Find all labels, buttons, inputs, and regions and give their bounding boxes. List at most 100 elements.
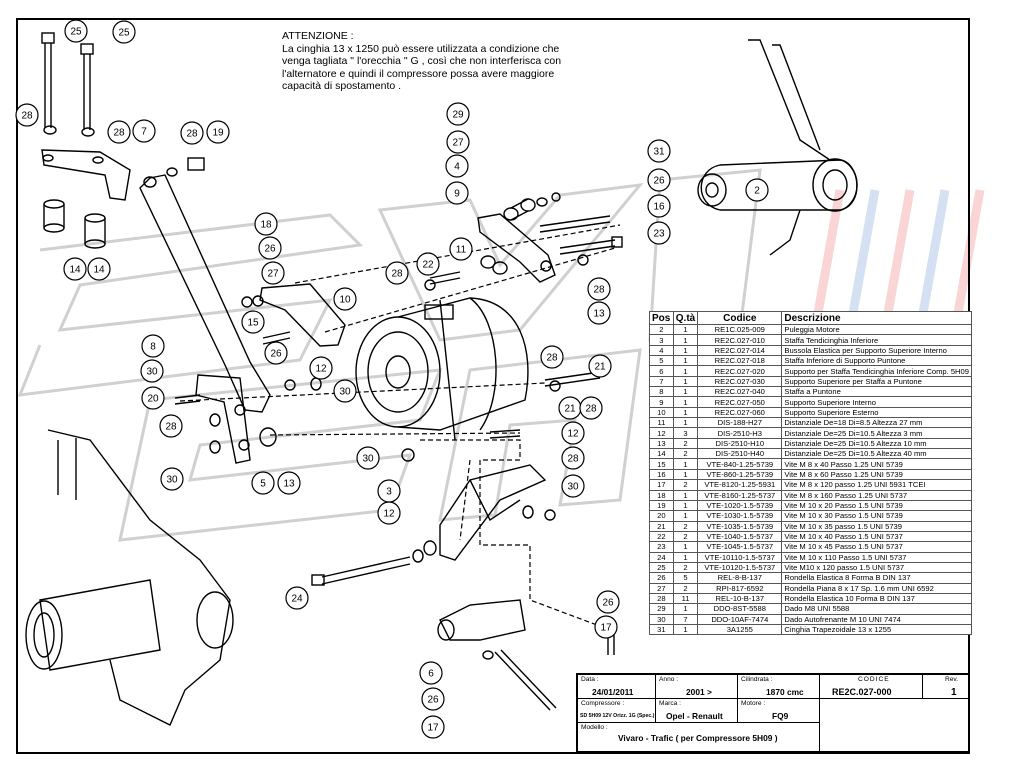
callout-balloon: 28 bbox=[579, 396, 603, 420]
callout-number: 25 bbox=[70, 27, 82, 38]
callout-number: 21 bbox=[594, 362, 606, 373]
callout-balloon: 30 bbox=[140, 359, 164, 383]
row-pos: 25 bbox=[649, 561, 674, 574]
row-description: Distanziale De=25 Di=10.5 Altezza 40 mm bbox=[781, 448, 972, 460]
row-code: RE2C.027-050 bbox=[697, 396, 783, 408]
callout-number: 30 bbox=[362, 454, 374, 465]
strut-8-shape bbox=[139, 174, 271, 413]
callout-number: 20 bbox=[147, 394, 159, 405]
revision-label: Rev. bbox=[945, 676, 959, 683]
row-pos: 15 bbox=[649, 458, 674, 470]
row-code: RE2C.027-020 bbox=[697, 365, 783, 377]
callout-balloon: 16 bbox=[647, 194, 671, 218]
revision-cell: Rev. 1 bbox=[923, 675, 968, 699]
callout-balloon: 25 bbox=[112, 20, 136, 44]
row-pos: 12 bbox=[649, 427, 674, 439]
year-label: Anno : bbox=[659, 676, 679, 683]
callout-balloon: 21 bbox=[558, 396, 582, 420]
callout-balloon: 28 bbox=[587, 277, 611, 301]
callout-balloon: 26 bbox=[596, 590, 620, 614]
callout-number: 28 bbox=[567, 454, 579, 465]
callout-number: 28 bbox=[165, 422, 177, 433]
row-description: Vite M 8 x 160 Passo 1.25 UNI 5737 bbox=[781, 489, 972, 501]
row-qty: 1 bbox=[672, 499, 699, 512]
row-qty: 1 bbox=[672, 323, 699, 336]
row-pos: 19 bbox=[649, 499, 674, 512]
row-pos: 17 bbox=[649, 479, 674, 491]
row-pos: 21 bbox=[649, 520, 674, 532]
header-qty: Q.tà bbox=[672, 311, 699, 325]
header-code: Codice bbox=[697, 311, 783, 325]
row-description: Rondella Piana 8 x 17 Sp. 1.6 mm UNI 659… bbox=[781, 582, 972, 594]
row-pos: 4 bbox=[649, 344, 674, 357]
code-cell: CODICE RE2C.027-000 bbox=[820, 675, 923, 699]
row-description: Rondella Elastica 8 Forma B DIN 137 bbox=[781, 572, 972, 584]
row-code: DIS-2510-H40 bbox=[697, 448, 783, 460]
callout-number: 17 bbox=[600, 623, 612, 634]
callout-number: 12 bbox=[315, 364, 327, 375]
brand-value: Opel - Renault bbox=[666, 711, 723, 721]
row-description: Staffa Inferiore di Supporto Puntone bbox=[781, 355, 972, 367]
callout-number: 22 bbox=[422, 260, 434, 271]
callout-number: 26 bbox=[264, 244, 276, 255]
callout-balloon: 26 bbox=[264, 341, 288, 365]
callout-balloon: 26 bbox=[647, 168, 671, 192]
row-code: RE2C.027-060 bbox=[697, 406, 783, 419]
belt-31-icon bbox=[700, 159, 858, 211]
title-block: Data : 24/01/2011 Anno : 2001 > Cilindra… bbox=[576, 673, 970, 753]
compressor-value: SD 5H09 12V Orizz. 1G (Spec.) bbox=[580, 713, 655, 719]
row-code: RE2C.027-018 bbox=[697, 355, 783, 367]
callout-number: 3 bbox=[386, 487, 392, 498]
row-pos: 28 bbox=[649, 592, 674, 605]
note-heading: ATTENZIONE : bbox=[282, 30, 354, 42]
callout-balloon: 30 bbox=[333, 379, 357, 403]
row-qty: 1 bbox=[672, 541, 699, 553]
row-code: RE1C.025-009 bbox=[697, 323, 783, 336]
displacement-cell: Cilindrata : 1870 cmc bbox=[738, 675, 820, 699]
row-code: VTE-8160-1.25-5737 bbox=[697, 489, 783, 501]
row-qty: 1 bbox=[672, 406, 699, 419]
row-qty: 2 bbox=[672, 437, 699, 450]
row-pos: 16 bbox=[649, 468, 674, 481]
row-code: VTE-1020-1.5-5739 bbox=[697, 499, 783, 512]
callout-balloon: 25 bbox=[64, 19, 88, 43]
callout-number: 30 bbox=[339, 387, 351, 398]
row-code: VTE-1035-1.5-5739 bbox=[697, 520, 783, 532]
callout-number: 7 bbox=[141, 127, 147, 138]
callout-balloon: 4 bbox=[445, 154, 469, 178]
callout-balloon: 29 bbox=[446, 102, 470, 126]
callout-balloon: 26 bbox=[421, 687, 445, 711]
callout-number: 28 bbox=[186, 129, 198, 140]
callout-number: 12 bbox=[383, 509, 395, 520]
callout-balloon: 31 bbox=[647, 139, 671, 163]
row-pos: 3 bbox=[649, 334, 674, 346]
callout-number: 26 bbox=[602, 598, 614, 609]
callout-balloon: 17 bbox=[421, 715, 445, 739]
row-code: REL-8-B-137 bbox=[697, 572, 783, 584]
callout-balloon: 28 bbox=[107, 120, 131, 144]
date-label: Data : bbox=[581, 676, 599, 683]
row-description: Dado Autofrenante M 10 UNI 7474 bbox=[781, 613, 972, 625]
row-qty: 1 bbox=[672, 365, 699, 377]
callout-balloon: 13 bbox=[587, 301, 611, 325]
row-description: Rondella Elastica 10 Forma B DIN 137 bbox=[781, 592, 972, 605]
callout-number: 27 bbox=[452, 138, 464, 149]
callout-number: 23 bbox=[653, 229, 665, 240]
callout-balloon: 12 bbox=[309, 356, 333, 380]
callout-number: 28 bbox=[593, 285, 605, 296]
row-code: RE2C.027-030 bbox=[697, 375, 783, 388]
spacer-4-icon bbox=[503, 198, 536, 221]
callout-number: 24 bbox=[291, 594, 303, 605]
